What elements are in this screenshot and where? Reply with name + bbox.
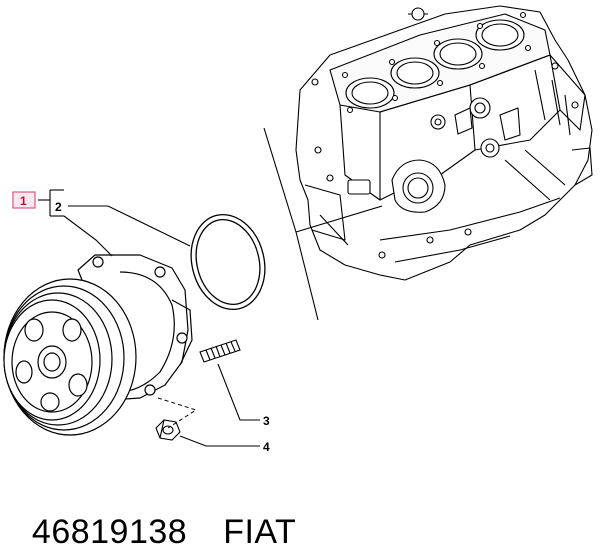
stud-bolt-drawing: [199, 339, 241, 363]
engine-block-drawing: [295, 5, 593, 281]
part-caption: 46819138 FIAT: [12, 474, 332, 552]
part-number: 46819138: [31, 513, 188, 551]
callout-leaders: [38, 189, 260, 447]
o-ring-gasket-drawing: [190, 213, 266, 311]
hex-nut-drawing: [155, 419, 181, 441]
callout-3-label: 3: [263, 414, 270, 428]
callout-2-label: 2: [55, 200, 62, 214]
water-pump-drawing: [3, 254, 193, 436]
callout-4-label: 4: [263, 440, 270, 454]
block-indicator-lines: [263, 127, 383, 321]
callout-1-label: 1: [20, 194, 27, 208]
callout-1-box: [12, 191, 36, 209]
brand-name: FIAT: [223, 513, 297, 551]
